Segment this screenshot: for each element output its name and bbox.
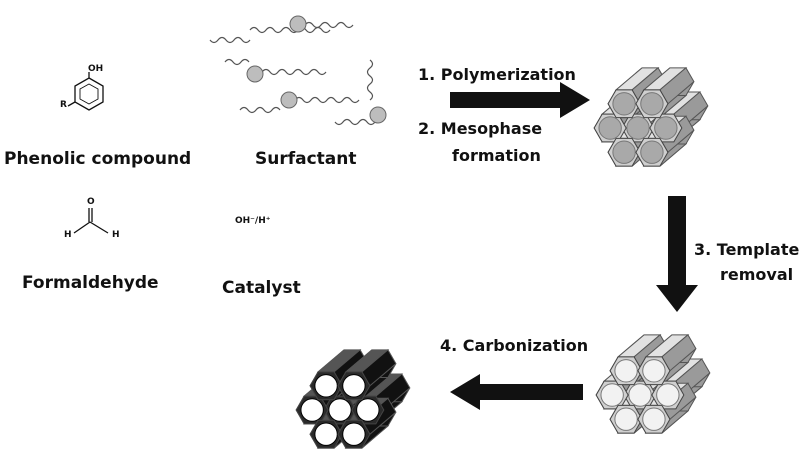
step-4-label: 4. Carbonization xyxy=(440,336,589,355)
surfactant-chain xyxy=(239,106,281,114)
pore xyxy=(628,383,652,407)
pore xyxy=(612,140,636,164)
surfactant-chain xyxy=(366,59,374,101)
surfactant-head xyxy=(246,65,264,83)
catalyst-formula: OH⁻/H⁺ xyxy=(235,216,271,226)
pore xyxy=(612,92,636,116)
phenol-r-label: R xyxy=(60,100,67,110)
step-2-label-line1: 2. Mesophase xyxy=(418,119,543,138)
pore xyxy=(600,383,624,407)
pore xyxy=(598,116,622,140)
surfactant-chain xyxy=(304,21,354,29)
pore xyxy=(626,116,650,140)
surfactant-chain xyxy=(294,96,360,104)
pore xyxy=(614,359,638,383)
step-3-label-line2: removal xyxy=(720,265,794,284)
pore xyxy=(342,374,366,398)
surfactant-head xyxy=(289,15,307,33)
pore xyxy=(300,398,324,422)
surfactant-icon xyxy=(209,15,387,126)
surfactant-chain xyxy=(224,58,250,66)
surfactant-chain xyxy=(261,68,327,76)
mesophase-hex-bundle-filled xyxy=(593,67,709,167)
formaldehyde-structure-icon xyxy=(73,208,109,234)
phenol-oh-label: OH xyxy=(88,64,104,74)
formaldehyde-h-left: H xyxy=(64,230,72,240)
step-3-label-line1: 3. Template xyxy=(694,240,800,259)
pore xyxy=(640,92,664,116)
pore xyxy=(342,422,366,446)
pore xyxy=(640,140,664,164)
formaldehyde-label: Formaldehyde xyxy=(22,273,159,293)
formaldehyde-h-right: H xyxy=(112,230,120,240)
surfactant-head xyxy=(280,91,298,109)
pore xyxy=(656,383,680,407)
template-removed-hex-bundle xyxy=(595,334,711,434)
surfactant-chain xyxy=(334,118,376,126)
pore xyxy=(642,407,666,431)
arrow-left-step4 xyxy=(450,374,583,410)
pore xyxy=(614,407,638,431)
surfactant-chain xyxy=(249,26,331,34)
surfactant-chain xyxy=(209,36,251,44)
surfactant-head xyxy=(369,106,387,124)
arrow-down-step3 xyxy=(656,196,698,312)
catalyst-label: Catalyst xyxy=(222,278,301,298)
phenol-structure-icon xyxy=(67,72,104,111)
pore xyxy=(356,398,380,422)
carbonized-hex-bundle xyxy=(295,349,411,449)
formaldehyde-o-label: O xyxy=(87,197,95,207)
pore xyxy=(314,374,338,398)
pore xyxy=(328,398,352,422)
step-2-label-line2: formation xyxy=(452,146,541,165)
pore xyxy=(642,359,666,383)
surfactant-label: Surfactant xyxy=(255,149,357,169)
pore xyxy=(314,422,338,446)
phenolic-compound-label: Phenolic compound xyxy=(4,149,192,169)
arrow-right-step1 xyxy=(450,82,590,118)
step-1-label: 1. Polymerization xyxy=(418,65,576,84)
pore xyxy=(654,116,678,140)
